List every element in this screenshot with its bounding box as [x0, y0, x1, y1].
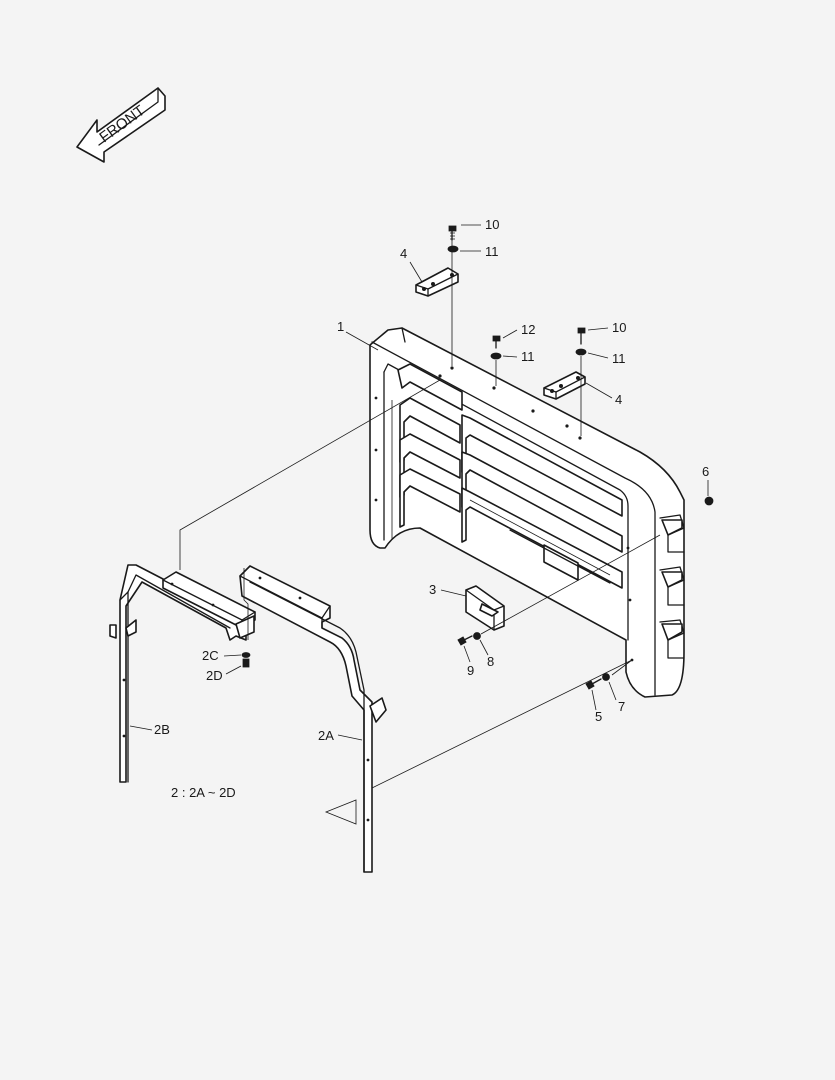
callout-6: 6: [702, 464, 709, 479]
callout-11-right: 11: [612, 351, 626, 366]
callout-10-upper: 10: [485, 217, 499, 232]
callout-8: 8: [487, 654, 494, 669]
callout-2d: 2D: [206, 668, 223, 683]
callout-5: 5: [595, 709, 602, 724]
callout-labels: 10 11 4 1 12 11 10 11 4 6 3 8 9 2C 2D 2B…: [154, 217, 709, 743]
callout-9: 9: [467, 663, 474, 678]
frame-2b: [109, 564, 256, 783]
callout-2b: 2B: [154, 722, 170, 737]
hinge-right: [543, 371, 586, 400]
frame-2a: [239, 565, 387, 873]
washer-11-mid: [490, 352, 502, 360]
callout-4-right: 4: [615, 392, 622, 407]
front-direction-arrow: FRONT: [76, 87, 166, 163]
callout-10-right: 10: [612, 320, 626, 335]
callout-11-mid: 11: [521, 349, 535, 364]
hinge-upper: [415, 267, 459, 297]
washer-11-upper: [447, 245, 459, 253]
callout-2a: 2A: [318, 728, 334, 743]
bolt-2d: [242, 658, 250, 668]
bolt-9: [457, 635, 473, 646]
washer-8: [473, 632, 481, 640]
callout-7: 7: [618, 699, 625, 714]
assembly-note: 2 : 2A ~ 2D: [171, 785, 236, 800]
bolt-10-right: [577, 327, 586, 345]
washer-2c: [241, 652, 251, 658]
bolt-5: [585, 678, 602, 690]
callout-4-upper: 4: [400, 246, 407, 261]
callout-2c: 2C: [202, 648, 219, 663]
callout-11-upper: 11: [485, 244, 499, 259]
callout-1: 1: [337, 319, 344, 334]
washer-11-right: [575, 348, 587, 356]
alignment-lines: [179, 232, 661, 825]
grille-frame: [369, 327, 685, 698]
bolt-10-upper: [448, 225, 457, 241]
bolt-12: [492, 335, 501, 349]
washer-7: [602, 673, 610, 681]
callout-leaders: [129, 224, 709, 741]
callout-3: 3: [429, 582, 436, 597]
bracket-plate: [465, 585, 505, 631]
nut-6: [704, 496, 714, 506]
callout-12: 12: [521, 322, 535, 337]
